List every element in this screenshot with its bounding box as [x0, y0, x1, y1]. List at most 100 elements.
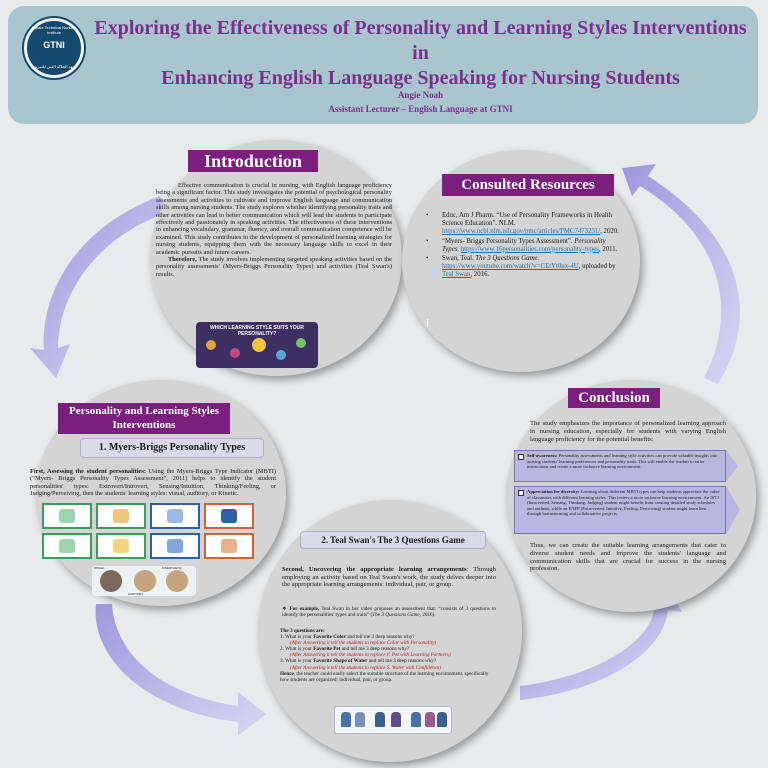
- arrow-personality-to-teal: [95, 604, 266, 736]
- teal-example-end: , 2016).: [419, 612, 436, 619]
- poster-header: Galala Technical Nursing Institute GTNI …: [8, 6, 758, 124]
- conclusion-point-text: Personality assessments and learning sty…: [527, 453, 718, 469]
- question-item: 2. What is your Favorite Pet and tell me…: [280, 646, 498, 652]
- learning-label-auditory: AUDITORY: [128, 592, 144, 596]
- teal-intro-body: : Through employing an activity based on…: [282, 566, 496, 589]
- poster-title: Exploring the Effectiveness of Personali…: [88, 16, 753, 91]
- intro-therefore: Therefore,: [168, 256, 197, 264]
- consulted-item-after: , 2011.: [598, 245, 618, 253]
- mbti-card: [96, 503, 146, 529]
- consulted-item-italic: Personality Types.: [442, 237, 606, 253]
- question-item: 3. What is your Favorite Shape of Water …: [280, 658, 498, 664]
- logo-text: GTNI: [43, 40, 65, 50]
- person-figure: [341, 712, 351, 727]
- infographic-title: WHICH LEARNING STYLE SUITS YOUR PERSONAL…: [210, 325, 304, 337]
- mbti-figure: [221, 509, 237, 523]
- teal-example-bold: For example,: [289, 606, 320, 612]
- personality-heading-line-2: Interventions: [112, 419, 176, 431]
- conclusion-outro: Thus, we can create the suitable learnin…: [530, 542, 726, 573]
- mbti-card: [150, 533, 200, 559]
- logo-arabic-text: معهد الجلالة الفني للتمريض: [31, 64, 77, 69]
- learning-style-infographic: WHICH LEARNING STYLE SUITS YOUR PERSONAL…: [196, 322, 318, 368]
- question-bold: Favorite Color: [313, 634, 346, 641]
- conclusion-intro: The study emphasizes the importance of p…: [530, 420, 726, 443]
- mbti-subheading: 1. Myers-Briggs Personality Types: [80, 438, 264, 458]
- question-bold: Favorite Pet: [313, 646, 341, 653]
- conclusion-point: Self-awareness: Personality assessments …: [514, 450, 726, 482]
- mbti-text: First, Assessing the student personaliti…: [30, 468, 276, 498]
- mbti-figure: [167, 509, 183, 523]
- conclusion-heading: Conclusion: [568, 388, 660, 408]
- consulted-link[interactable]: https://www.16personalities.com/personal…: [460, 245, 599, 253]
- mbti-card: [204, 533, 254, 559]
- infographic-icon: [296, 338, 306, 348]
- learning-styles-image: VISUAL AUDITORY KINESTHETIC: [92, 566, 196, 596]
- teal-example-italic: The 3 Questions Game: [372, 612, 420, 619]
- bullet: •: [426, 212, 429, 219]
- consulted-item: • Educ, Am J Pharm. “Use of Personality …: [426, 212, 620, 237]
- introduction-text: Effective communication is crucial in nu…: [156, 182, 392, 278]
- teal-example-body: Teal Swan in her video proposes an asses…: [282, 606, 497, 619]
- teal-intro-bold: Second, Uncovering the appropriate learn…: [282, 566, 467, 573]
- mbti-card: [150, 503, 200, 529]
- person-figure: [375, 712, 385, 727]
- person-figure: [437, 712, 447, 727]
- personality-heading: Personality and Learning Styles Interven…: [58, 403, 230, 434]
- arrow-conclusion-to-consulted: [622, 164, 740, 384]
- infographic-icon: [276, 350, 286, 360]
- mbti-card: [96, 533, 146, 559]
- mbti-figure: [59, 539, 75, 553]
- consulted-link[interactable]: https://www.youtube.com/watch?v=CEtYt0nx…: [442, 263, 579, 271]
- teal-hence-body: , the teacher could easily select the su…: [280, 670, 489, 683]
- mbti-figure: [221, 539, 237, 553]
- mbti-card: [42, 503, 92, 529]
- text-cursor: [427, 319, 428, 327]
- mbti-figure: [59, 509, 75, 523]
- question-suffix: and tell me 3 deep reasons why?: [340, 646, 410, 653]
- question-suffix: and tell me 3 deep reasons why?: [345, 634, 415, 641]
- person-figure: [425, 712, 435, 727]
- consulted-item: • Swan, Teal. The 3 Questions Game. http…: [426, 255, 620, 280]
- consulted-link[interactable]: Teal Swan: [442, 271, 471, 279]
- consulted-item-text: “Myers- Briggs Personality Types Assessm…: [442, 237, 573, 245]
- consulted-item-text: Educ, Am J Pharm. “Use of Personality Fr…: [442, 212, 613, 228]
- teal-hence: Hence, the teacher could easily select t…: [280, 671, 498, 683]
- teal-hence-bold: Hence: [280, 670, 294, 677]
- mbti-text-body: Using the Myers-Briggs Type Indicator (M…: [30, 468, 276, 498]
- arrow-intro-to-personality: [30, 196, 168, 378]
- conclusion-point-bold: Self-awareness:: [527, 453, 558, 458]
- questions-heading: The 3 questions are:: [280, 628, 325, 634]
- teal-example: ❖ For example, Teal Swan in her video pr…: [282, 606, 496, 618]
- conclusion-point-bold: Appreciation for diversity:: [527, 489, 580, 494]
- question-prefix: 1. What is your: [280, 634, 314, 641]
- introduction-heading: Introduction: [188, 150, 318, 172]
- infographic-icon: [206, 340, 216, 350]
- question-note: (After Answering it tell the students to…: [290, 640, 437, 647]
- introduction-paragraph-2: Therefore, The study involves implementi…: [156, 256, 392, 278]
- ear-icon: [134, 570, 156, 592]
- infographic-icon: [252, 338, 266, 352]
- author-name: Angie Noah: [397, 90, 444, 100]
- diamond-bullet: ❖: [282, 606, 288, 612]
- mbti-card: [204, 503, 254, 529]
- gtni-logo: Galala Technical Nursing Institute GTNI …: [24, 18, 84, 78]
- consulted-heading: Consulted Resources: [442, 174, 614, 196]
- learning-arrangements-image: [334, 706, 452, 734]
- person-figure: [411, 712, 421, 727]
- eye-icon: [100, 570, 122, 592]
- person-figure: [391, 712, 401, 727]
- learning-label-kinesthetic: KINESTHETIC: [162, 566, 182, 570]
- intro-therefore-text: The study involves implementing targeted…: [156, 256, 392, 278]
- title-line-1: Exploring the Effectiveness of Personali…: [94, 17, 747, 64]
- mbti-text-bold: First, Assessing the student personaliti…: [30, 468, 146, 475]
- conclusion-point-arrow: [726, 450, 738, 482]
- question-note: (After Answering it tell the students to…: [290, 664, 442, 671]
- mbti-figure: [113, 539, 129, 553]
- title-line-2: Enhancing English Language Speaking for …: [161, 67, 680, 89]
- mbti-card: [42, 533, 92, 559]
- consulted-link[interactable]: https://www.ncbi.nlm.nih.gov/pmc/article…: [442, 228, 601, 236]
- question-prefix: 3. What is your: [280, 658, 314, 665]
- person-figure: [355, 712, 365, 727]
- bullet: •: [426, 255, 429, 263]
- conclusion-point-arrow: [726, 486, 740, 534]
